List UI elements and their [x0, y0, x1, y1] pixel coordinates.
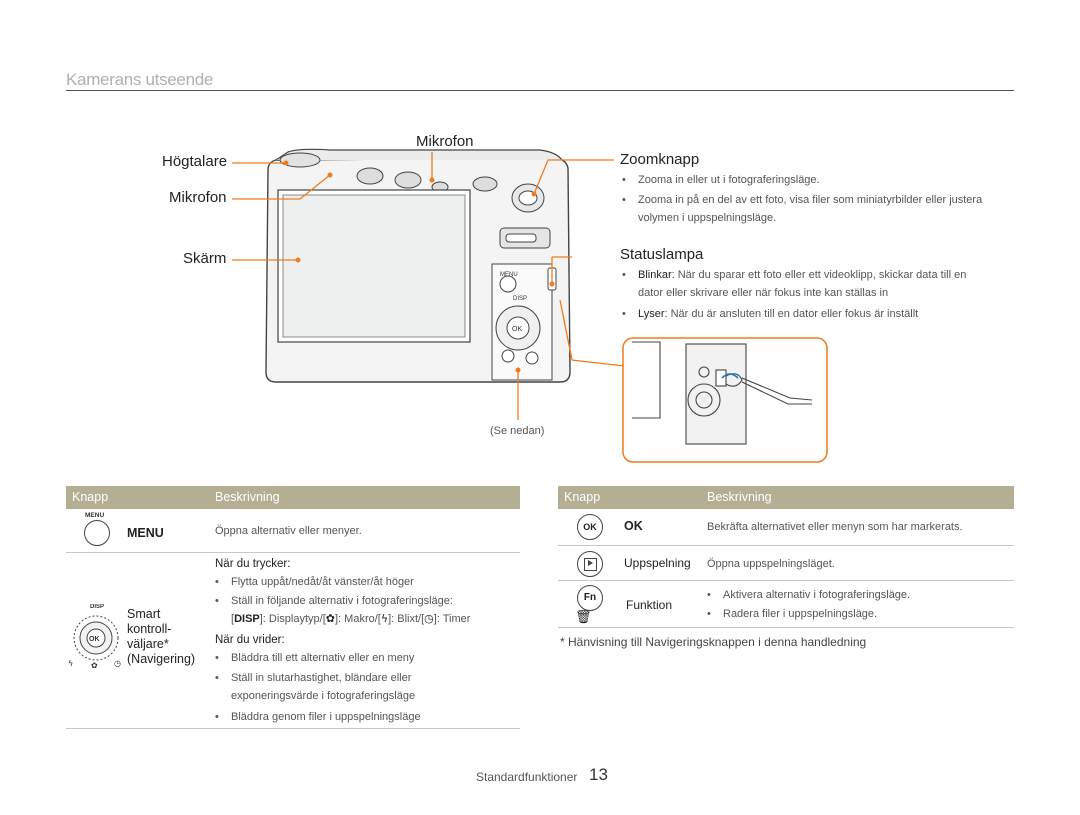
turn-bullet-2: •Ställ in slutarhastighet, bländare elle… — [215, 672, 412, 684]
left-header-beskrivning: Beskrivning — [215, 490, 280, 504]
menu-label: MENU — [127, 526, 164, 540]
fn-desc-1: •Aktivera alternativ i fotograferingsläg… — [707, 589, 911, 601]
funktion-label: Funktion — [626, 598, 673, 612]
disp-label-small: DISP — [513, 296, 527, 302]
timer-icon: ◷ — [424, 612, 434, 625]
status-bullet-blinkar-cont: dator eller skrivare eller när fokus int… — [638, 287, 889, 299]
ok-label-small: OK — [512, 326, 522, 333]
right-row-divider-2 — [558, 580, 1014, 581]
nav-label: Smart kontroll- väljare* (Navigering) — [127, 607, 196, 666]
press-detail: [DISP]: Displaytyp/[✿]: Makro/[ϟ]: Blixt… — [231, 612, 471, 625]
playback-label: Uppspelning — [624, 556, 691, 570]
callout-mikrofon-left: Mikrofon — [169, 189, 227, 206]
nav-dial-icon: DISP OK ϟ ✿ ◷ — [68, 604, 121, 670]
callout-lines — [232, 152, 625, 420]
left-table-bottom — [66, 728, 520, 729]
page-number: 13 — [589, 765, 608, 784]
footer-label: Standardfunktioner — [476, 770, 578, 784]
left-table-header: Knapp Beskrivning — [66, 486, 520, 509]
right-table-bottom — [558, 627, 1014, 628]
turn-bullet-1: •Bläddra till ett alternativ eller en me… — [215, 652, 415, 664]
right-header-knapp: Knapp — [564, 490, 601, 504]
status-bullet-blinkar: •Blinkar: När du sparar ett foto eller e… — [622, 269, 967, 281]
section-rule — [66, 90, 1014, 91]
section-title: Kamerans utseende — [66, 70, 214, 89]
turn-bullet-3: •Bläddra genom filer i uppspelningsläge — [215, 711, 421, 723]
press-bullet-1: •Flytta uppåt/nedåt/åt vänster/åt höger — [215, 576, 414, 588]
press-bullet-2: •Ställ in följande alternativ i fotograf… — [215, 595, 453, 607]
svg-text:◷: ◷ — [114, 659, 121, 668]
arrow-icon — [721, 373, 739, 379]
svg-text:OK: OK — [89, 636, 100, 643]
camera-body — [265, 148, 571, 383]
fn-desc-2: •Radera filer i uppspelningsläge. — [707, 608, 878, 620]
playback-button-icon — [577, 551, 603, 577]
press-heading: När du trycker: — [215, 558, 291, 570]
inset-drawing — [632, 341, 813, 445]
zoom-bullet-2-cont: volymen i uppspelningsläge. — [638, 212, 777, 224]
turn-heading: När du vrider: — [215, 634, 285, 646]
zoom-bullet-1: •Zooma in eller ut i fotograferingsläge. — [622, 174, 820, 186]
zoom-title: Zoomknapp — [620, 151, 700, 168]
ok-label: OK — [624, 519, 643, 533]
callout-dots — [283, 160, 555, 373]
svg-text:DISP: DISP — [90, 604, 104, 610]
right-table-header: Knapp Beskrivning — [558, 486, 1014, 509]
callout-hogtalare: Högtalare — [162, 153, 228, 170]
footnote: * Hänvisning till Navigeringsknappen i d… — [560, 635, 867, 649]
menu-button-icon — [84, 520, 110, 546]
callout-mikrofon-top: Mikrofon — [416, 133, 474, 150]
menu-icon-text: MENU — [85, 512, 105, 519]
playback-desc: Öppna uppspelningsläget. — [707, 558, 835, 570]
macro-icon: ✿ — [325, 612, 335, 625]
fn-button-icon: Fn — [577, 585, 603, 611]
flash-icon: ϟ — [380, 612, 389, 625]
left-row-divider — [66, 552, 520, 553]
callout-se-nedan: (Se nedan) — [490, 425, 545, 437]
menu-label-small: MENU — [500, 272, 518, 278]
status-title: Statuslampa — [620, 246, 704, 263]
status-bullet-lyser: •Lyser: När du är ansluten till en dator… — [622, 308, 919, 320]
left-header-knapp: Knapp — [72, 490, 109, 504]
menu-desc: Öppna alternativ eller menyer. — [215, 525, 362, 537]
right-header-beskrivning: Beskrivning — [707, 490, 772, 504]
svg-text:✿: ✿ — [91, 661, 98, 670]
camera-diagram: MENU DISP OK — [232, 148, 828, 463]
svg-text:ϟ: ϟ — [68, 659, 73, 668]
turn-bullet-2-cont: exponeringsvärde i fotograferingsläge — [231, 690, 416, 702]
right-row-divider-1 — [558, 545, 1014, 546]
trash-icon: 🗑 — [575, 610, 592, 625]
ok-button-icon: OK — [577, 514, 603, 540]
callout-skarm: Skärm — [183, 250, 227, 267]
ok-desc: Bekräfta alternativet eller menyn som ha… — [707, 521, 963, 533]
zoom-bullet-2: •Zooma in på en del av ett foto, visa fi… — [622, 194, 983, 206]
